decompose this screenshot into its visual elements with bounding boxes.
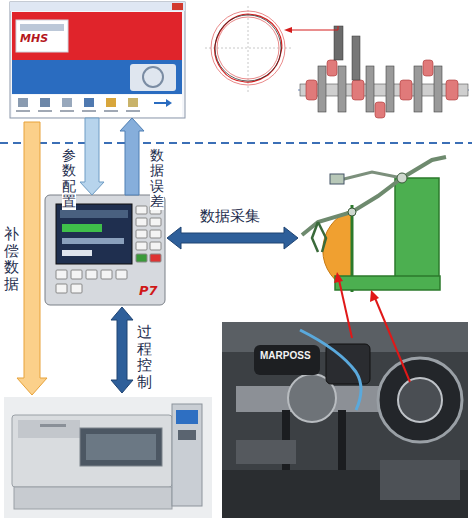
gauge-photo xyxy=(222,322,468,518)
controller-panel xyxy=(45,195,165,305)
grinding-machine-photo xyxy=(4,397,212,518)
data-collection-arrow xyxy=(167,227,298,249)
node-text: P7 xyxy=(139,283,158,298)
edge-label: 参数配置 xyxy=(62,148,76,210)
arrow-label: 数据采集 xyxy=(200,207,260,226)
node-text: MARPOSS xyxy=(260,350,311,361)
block-arrow xyxy=(80,118,104,195)
arrow-label: 补偿数据 xyxy=(4,226,19,292)
controller-panel: P7 xyxy=(45,195,165,305)
process-control-arrow xyxy=(111,307,133,393)
arrow-label: 过程控制 xyxy=(137,324,152,390)
software-window: MHS xyxy=(10,2,185,118)
roundness-plot xyxy=(205,6,292,92)
edge-label: 数据误差 xyxy=(150,148,164,210)
crankshaft-drawing xyxy=(284,26,470,118)
gauge-illustration xyxy=(302,157,446,292)
separator-line xyxy=(0,142,472,144)
node-text: MHS xyxy=(20,32,48,45)
pointer-arrow xyxy=(334,272,410,382)
block-arrow xyxy=(120,118,144,195)
software-screenshot xyxy=(10,2,185,118)
gauge-photo: MARPOSS xyxy=(222,322,468,518)
compensation-arrow xyxy=(17,122,47,395)
